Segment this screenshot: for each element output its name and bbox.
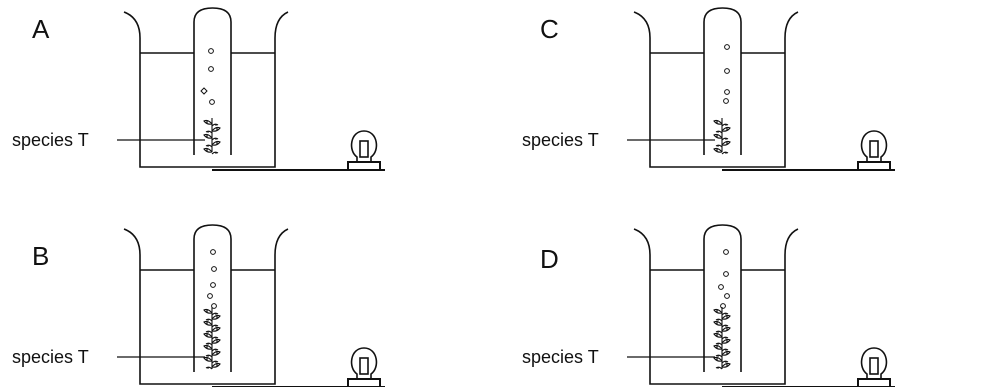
light-bulb-icon [857, 130, 891, 171]
beaker [633, 11, 799, 168]
beaker [633, 228, 799, 385]
test-tube [193, 224, 232, 372]
gas-bubbles-icon [207, 249, 217, 309]
aquatic-plant-icon [203, 118, 221, 155]
light-bulb-icon [347, 347, 381, 387]
test-tube [703, 224, 742, 372]
light-bulb-icon [857, 347, 891, 387]
panel-letter: C [540, 14, 559, 44]
gas-bubbles-icon [718, 249, 730, 309]
species-label: species T [12, 347, 89, 367]
panel-letter: B [32, 241, 49, 271]
aquatic-plant-icon [713, 118, 731, 155]
species-label: species T [522, 130, 599, 150]
aquatic-plant-icon [713, 307, 731, 370]
species-label: species T [12, 130, 89, 150]
beaker [123, 228, 289, 385]
species-label: species T [522, 347, 599, 367]
panel-letter: A [32, 14, 50, 44]
panel-letter: D [540, 244, 559, 274]
aquatic-plant-icon [203, 307, 221, 370]
light-bulb-icon [347, 130, 381, 171]
beaker [123, 11, 289, 168]
gas-bubbles-icon [200, 48, 215, 105]
gas-bubbles-icon [723, 44, 730, 104]
test-tube [703, 7, 742, 155]
test-tube [193, 7, 232, 155]
